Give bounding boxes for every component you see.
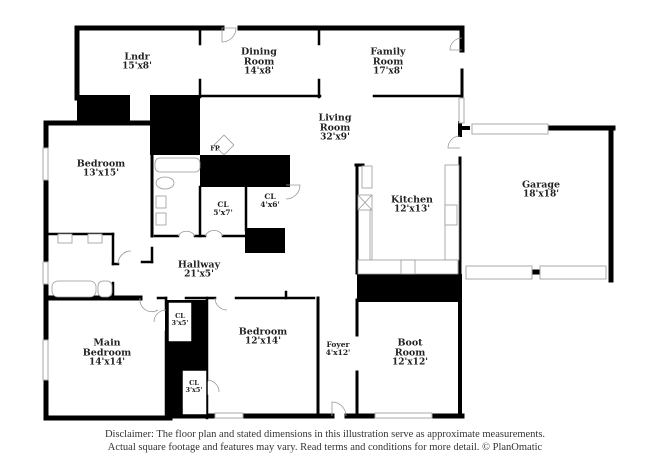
door-bath2 bbox=[117, 250, 132, 265]
room-dim: 3'x5' bbox=[171, 319, 189, 327]
room-cl-4x6: CL 4'x6' bbox=[260, 193, 280, 209]
room-name: Bedroom bbox=[238, 326, 288, 338]
room-hallway: Hallway 21'x5' bbox=[178, 260, 220, 279]
room-family: Family Room 17'x8' bbox=[358, 47, 418, 76]
disclaimer: Disclaimer: The floor plan and stated di… bbox=[0, 428, 650, 454]
room-name: Dining Room bbox=[241, 46, 277, 68]
counter-left bbox=[369, 209, 373, 261]
bathtub-lower bbox=[51, 280, 97, 298]
room-kitchen: Kitchen 12'x13' bbox=[391, 195, 433, 214]
door-dining bbox=[221, 27, 237, 43]
room-dim: 32'x9' bbox=[320, 132, 350, 143]
toilet-upper bbox=[155, 176, 175, 190]
sink-lower-1 bbox=[57, 233, 73, 244]
room-dim: 14'x14' bbox=[89, 357, 125, 368]
room-dim: 12'x13' bbox=[394, 204, 430, 215]
door-bedroom-s bbox=[214, 297, 228, 311]
room-dim: 12'x12' bbox=[392, 357, 428, 368]
fireplace bbox=[213, 134, 235, 156]
room-foyer: Foyer 4'x12' bbox=[326, 341, 351, 357]
room-cl-3x5-b: CL 3'x5' bbox=[186, 380, 203, 394]
room-dim: 3'x5' bbox=[185, 386, 203, 394]
room-name: FP bbox=[210, 144, 220, 153]
bathtub-upper bbox=[154, 157, 201, 173]
room-name: CL bbox=[175, 312, 185, 321]
sink-upper-1 bbox=[155, 195, 167, 209]
room-dim: 13'x15' bbox=[83, 168, 119, 179]
room-cl-5x7: CL 5'x7' bbox=[213, 201, 233, 217]
room-bedroom-s: Bedroom 12'x14' bbox=[239, 327, 287, 346]
room-name: Main Bedroom bbox=[82, 337, 132, 359]
fixtures bbox=[51, 134, 460, 298]
room-dim: 15'x8' bbox=[122, 61, 152, 72]
room-dim: 18'x18' bbox=[523, 189, 559, 200]
room-name: Bedroom bbox=[76, 158, 126, 170]
disclaimer-line-2: Actual square footage and features may v… bbox=[107, 442, 543, 453]
room-lndr: Lndr 15'x8' bbox=[122, 52, 152, 71]
room-boot-room: Boot Room 12'x12' bbox=[390, 338, 430, 367]
solid-wall-masses bbox=[77, 95, 462, 418]
room-name: Boot Room bbox=[394, 337, 426, 359]
room-living: Living Room 32'x9' bbox=[310, 113, 360, 142]
room-name: Lndr bbox=[124, 51, 150, 63]
toilet-lower bbox=[97, 280, 113, 298]
door-bath bbox=[177, 230, 196, 237]
room-name: Garage bbox=[521, 179, 561, 191]
room-dim: 4'x12' bbox=[325, 348, 351, 357]
room-main-bedroom: Main Bedroom 14'x14' bbox=[77, 338, 137, 367]
stove bbox=[400, 259, 416, 275]
door-family bbox=[449, 37, 463, 51]
room-name: CL bbox=[217, 200, 229, 210]
room-name: CL bbox=[189, 379, 199, 388]
room-dim: 21'x5' bbox=[184, 269, 214, 280]
room-dim: 14'x8' bbox=[244, 66, 274, 77]
door-living-side bbox=[447, 135, 461, 149]
disclaimer-line-1: Disclaimer: The floor plan and stated di… bbox=[104, 429, 546, 440]
room-dining: Dining Room 14'x8' bbox=[229, 47, 289, 76]
room-dim: 5'x7' bbox=[213, 208, 233, 217]
room-name: Hallway bbox=[177, 259, 221, 271]
closet-cutouts bbox=[167, 301, 208, 416]
walls bbox=[43, 25, 616, 421]
room-name: Kitchen bbox=[391, 194, 433, 206]
door-foyer bbox=[331, 401, 347, 417]
door-cl-3x5-a bbox=[153, 309, 167, 323]
door-cl-5x7 bbox=[204, 230, 224, 237]
room-dim: 17'x8' bbox=[373, 66, 403, 77]
room-name: CL bbox=[264, 192, 276, 202]
room-name: Living Room bbox=[318, 112, 352, 134]
room-garage: Garage 18'x18' bbox=[522, 180, 560, 199]
room-cl-3x5-a: CL 3'x5' bbox=[172, 313, 189, 327]
sink-upper-2 bbox=[155, 212, 167, 226]
kitchen-sink bbox=[444, 204, 458, 226]
room-name: Foyer bbox=[326, 340, 350, 350]
door-cl-4x6 bbox=[285, 184, 301, 200]
door-main-bedroom bbox=[139, 297, 159, 313]
doors bbox=[117, 27, 463, 417]
room-bedroom-nw: Bedroom 13'x15' bbox=[77, 159, 125, 178]
sink-lower-2 bbox=[87, 233, 103, 244]
door-cl-3x5-b bbox=[206, 379, 220, 393]
pantry bbox=[361, 165, 373, 189]
room-dim: 4'x6' bbox=[260, 200, 280, 209]
room-dim: 12'x14' bbox=[245, 336, 281, 347]
room-name: Family Room bbox=[370, 46, 406, 68]
fireplace-label: FP bbox=[210, 144, 220, 153]
windows bbox=[42, 97, 607, 419]
